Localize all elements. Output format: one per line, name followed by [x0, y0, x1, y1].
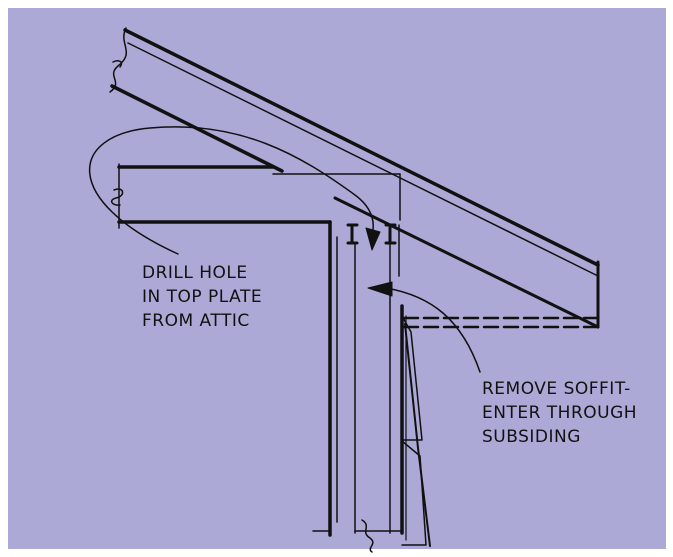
drill-label-line1: DRILL HOLE [142, 263, 248, 283]
drill-leader-arrow [88, 126, 381, 255]
soffit-label-line2: ENTER THROUGH [482, 403, 637, 423]
soffit-leader-arrow [367, 281, 481, 373]
drill-label-line3: FROM ATTIC [142, 311, 250, 331]
soffit-dashed [402, 316, 600, 329]
drill-hole-annotation: DRILL HOLE IN TOP PLATE FROM ATTIC [142, 263, 262, 331]
soffit-label-line3: SUBSIDING [482, 427, 581, 447]
remove-soffit-annotation: REMOVE SOFFIT- ENTER THROUGH SUBSIDING [482, 379, 637, 447]
soffit-label-line1: REMOVE SOFFIT- [482, 379, 631, 399]
wall-section [312, 224, 431, 553]
drill-label-line2: IN TOP PLATE [142, 287, 262, 307]
top-plate [117, 220, 397, 537]
